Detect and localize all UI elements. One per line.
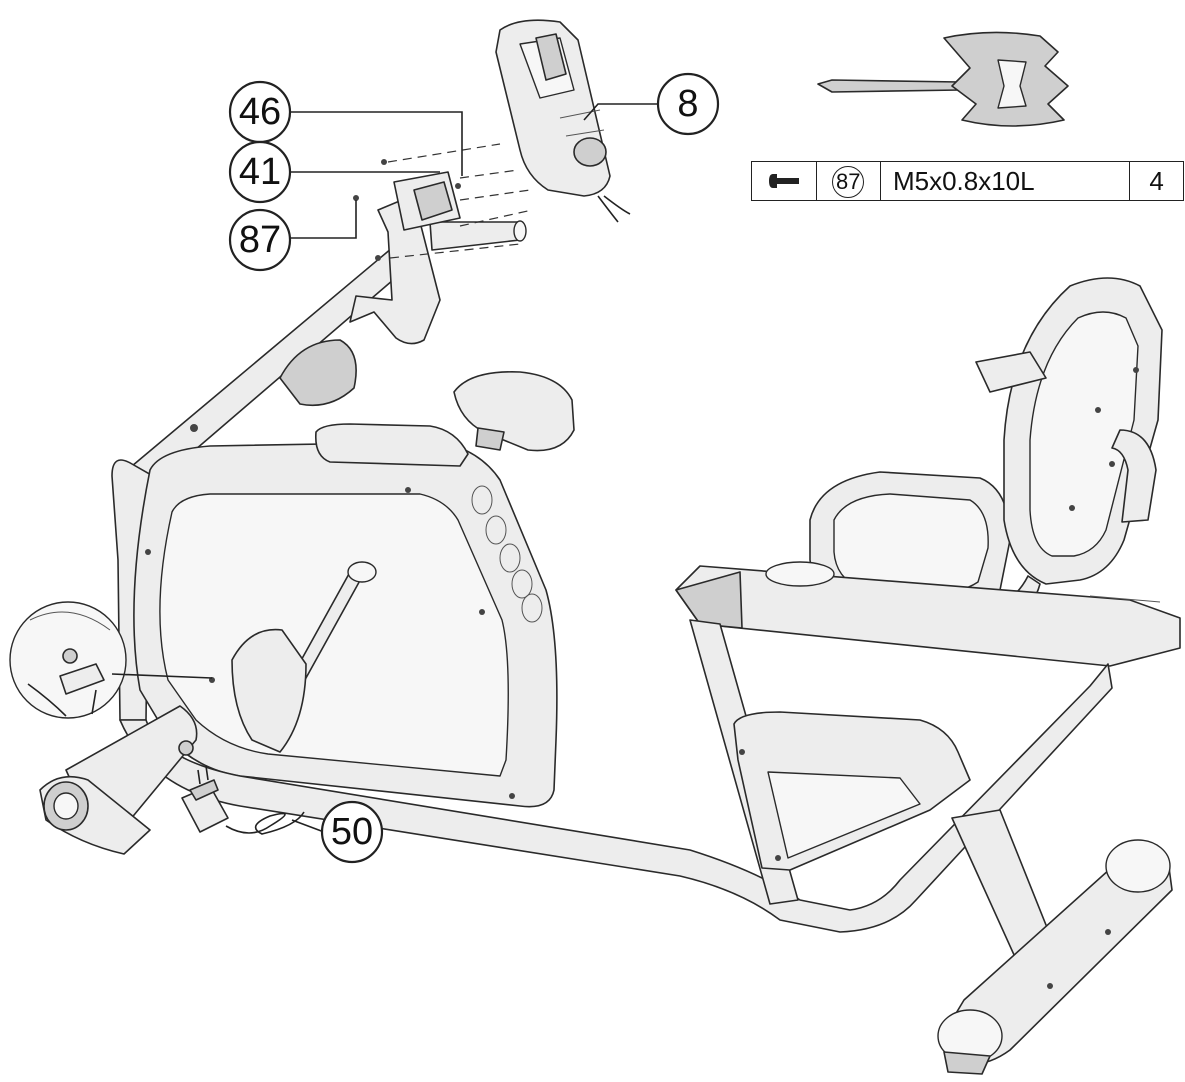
callout-46: 46 xyxy=(228,80,292,144)
callout-87: 87 xyxy=(228,208,292,272)
rear-stabilizer xyxy=(937,839,1173,1075)
svg-text:87: 87 xyxy=(239,219,281,261)
assembly-guide-lines xyxy=(387,143,533,259)
crank-pedals xyxy=(231,371,575,753)
part-number-ring: 87 xyxy=(832,165,865,198)
front-stabilizer xyxy=(39,705,198,855)
power-adapter xyxy=(181,765,305,835)
hardware-table: 87 M5x0.8x10L 4 xyxy=(751,161,1184,201)
wrench-screwdriver-icon xyxy=(817,31,1069,127)
svg-text:50: 50 xyxy=(331,811,373,853)
callout-41: 41 xyxy=(228,140,292,204)
hardware-quantity: 4 xyxy=(1129,161,1184,201)
seat-rail xyxy=(675,561,1181,667)
detail-inset xyxy=(9,601,213,719)
hardware-part-number: 87 xyxy=(815,161,881,201)
hardware-row: 87 M5x0.8x10L 4 xyxy=(751,161,1184,201)
handlebar xyxy=(279,199,527,407)
bolt-icon xyxy=(751,161,817,201)
callout-leaders xyxy=(290,103,660,833)
console xyxy=(495,19,631,223)
svg-text:8: 8 xyxy=(677,83,698,125)
svg-text:46: 46 xyxy=(239,91,281,133)
callout-8: 8 xyxy=(656,72,720,136)
rear-shroud xyxy=(733,711,971,871)
callout-50: 50 xyxy=(320,800,384,864)
seat-backrest xyxy=(809,277,1163,631)
hardware-spec: M5x0.8x10L xyxy=(879,161,1131,201)
svg-text:41: 41 xyxy=(239,151,281,193)
console-bracket xyxy=(353,159,461,231)
flywheel-cover xyxy=(133,423,558,808)
